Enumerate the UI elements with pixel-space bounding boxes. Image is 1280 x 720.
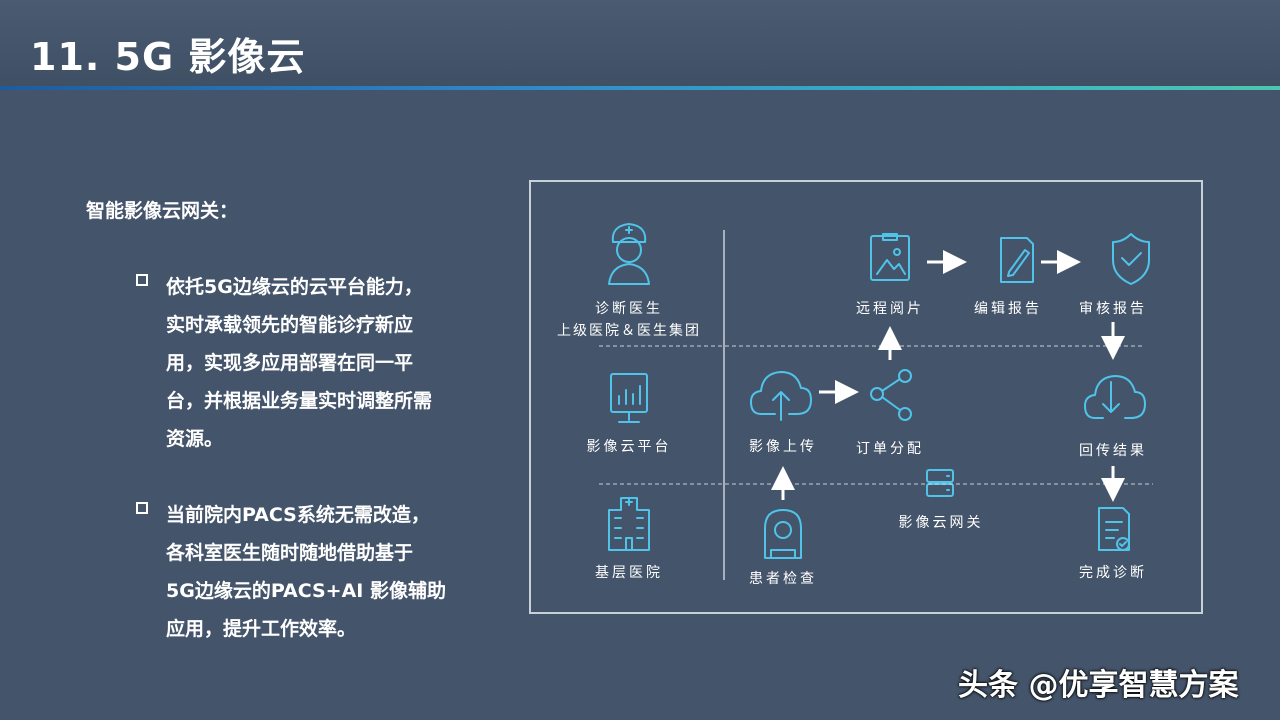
image-clipboard-icon xyxy=(870,233,910,281)
edit-document-icon xyxy=(1000,237,1034,283)
document-check-icon xyxy=(1098,507,1130,551)
bullet-square-icon xyxy=(136,274,148,286)
shield-check-icon xyxy=(1112,233,1150,285)
label-patient-exam: 患者检查 xyxy=(749,571,817,587)
ct-scanner-icon xyxy=(764,509,802,559)
bullet-item-1: 依托5G边缘云的云平台能力， 实时承载领先的智能诊疗新应 用，实现多应用部署在同… xyxy=(136,268,476,458)
label-doctor-sub: 上级医院＆医生集团 xyxy=(557,323,701,339)
nurse-icon xyxy=(608,223,650,285)
share-icon xyxy=(870,369,912,421)
label-platform: 影像云平台 xyxy=(586,439,672,455)
cloud-upload-icon xyxy=(750,371,812,421)
hospital-building-icon xyxy=(608,497,650,551)
bullet-text: 当前院内PACS系统无需改造， 各科室医生随时随地借助基于 5G边缘云的PACS… xyxy=(166,504,446,640)
bullet-text: 依托5G边缘云的云平台能力， 实时承载领先的智能诊疗新应 用，实现多应用部署在同… xyxy=(166,276,433,450)
label-edit-report: 编辑报告 xyxy=(974,301,1042,317)
monitor-chart-icon xyxy=(610,373,648,423)
cloud-download-icon xyxy=(1084,375,1146,419)
diagram-canvas xyxy=(599,223,1153,580)
label-complete-diagnosis: 完成诊断 xyxy=(1079,565,1147,581)
server-icon xyxy=(926,469,954,497)
label-order-dispatch: 订单分配 xyxy=(856,441,924,457)
label-hospital: 基层医院 xyxy=(595,565,663,581)
title-bar: 11. 5G 影像云 xyxy=(0,0,1280,88)
workflow-diagram: 诊断医生 上级医院＆医生集团 影像云平台 基层医院 远程阅片 编辑报告 审核报告… xyxy=(529,180,1203,614)
label-gateway: 影像云网关 xyxy=(898,515,984,531)
watermark: 头条 @优享智慧方案 xyxy=(958,668,1239,703)
label-remote-reading: 远程阅片 xyxy=(856,301,924,317)
label-review-report: 审核报告 xyxy=(1079,301,1147,317)
label-image-upload: 影像上传 xyxy=(749,439,817,455)
section-heading: 智能影像云网关： xyxy=(86,200,239,222)
label-return-result: 回传结果 xyxy=(1079,443,1147,459)
bullet-square-icon xyxy=(136,502,148,514)
label-doctor: 诊断医生 xyxy=(595,301,663,317)
title-underline xyxy=(0,86,1280,90)
page-title: 11. 5G 影像云 xyxy=(30,35,306,79)
bullet-item-2: 当前院内PACS系统无需改造， 各科室医生随时随地借助基于 5G边缘云的PACS… xyxy=(136,496,476,648)
